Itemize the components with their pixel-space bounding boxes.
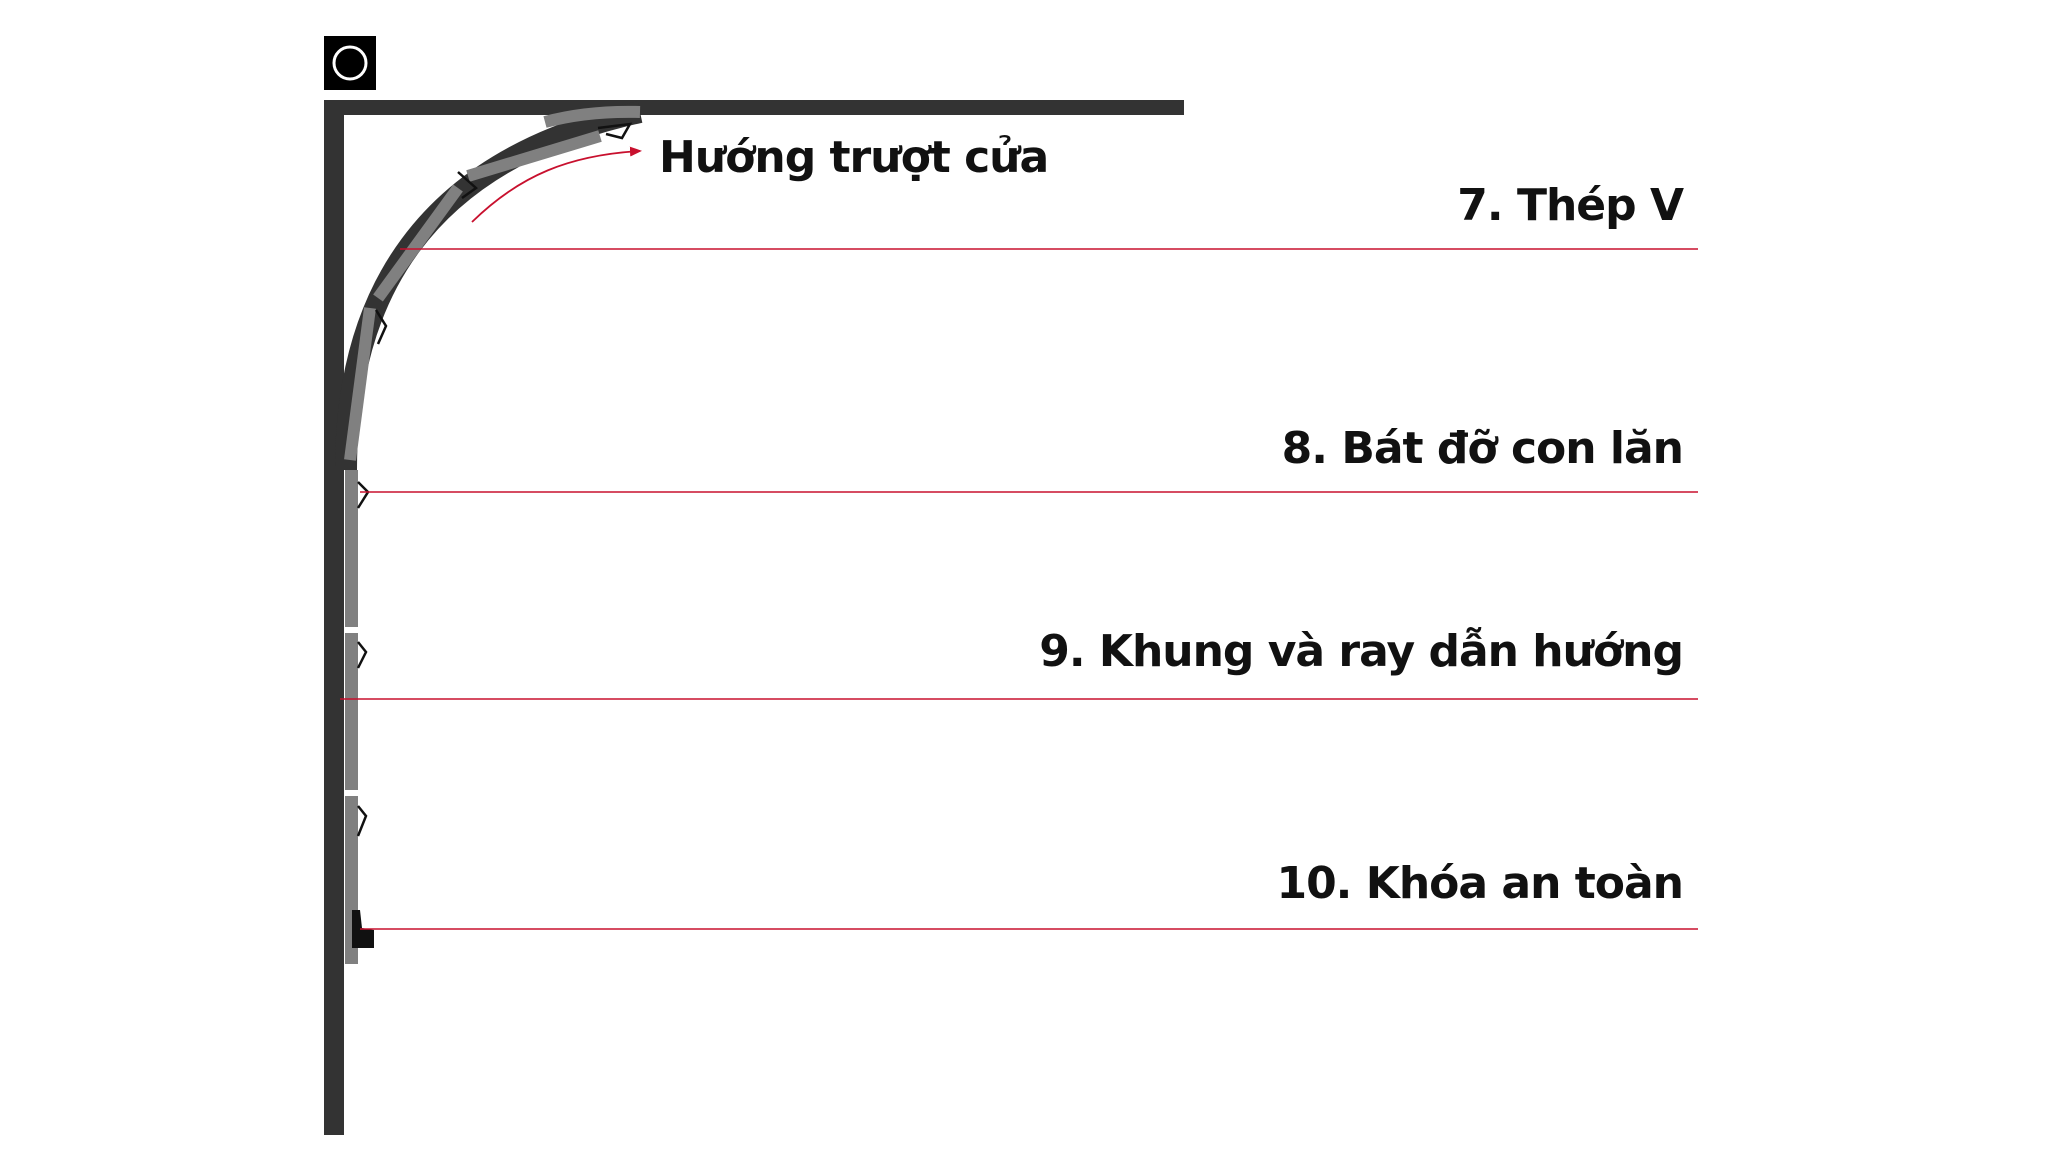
roller-bracket — [356, 641, 368, 669]
guide-frame — [324, 100, 1184, 1135]
door-panel — [466, 130, 602, 182]
door-panels — [345, 470, 358, 964]
door-panels-curved — [344, 105, 641, 461]
label-frame-and-guide-rail: 9. Khung và ray dẫn hướng — [1039, 626, 1684, 677]
door-panel — [345, 470, 358, 627]
door-panel — [344, 307, 376, 461]
roller-bracket — [374, 309, 388, 345]
sliding-direction-arrow — [471, 146, 642, 223]
door-panel — [345, 633, 358, 790]
roller-bracket — [597, 122, 633, 140]
roller-bracket — [356, 805, 368, 837]
roller-brackets — [356, 122, 633, 837]
label-angle-steel: 7. Thép V — [1457, 180, 1684, 231]
roller-bracket — [457, 171, 479, 200]
sliding-direction-label: Hướng trượt cửa — [659, 132, 1049, 183]
door-panel — [373, 184, 463, 302]
label-roller-bracket: 8. Bát đỡ con lăn — [1281, 423, 1684, 474]
circle-icon — [324, 36, 376, 90]
roller-bracket — [356, 481, 370, 509]
door-panel — [543, 105, 641, 128]
label-safety-lock: 10. Khóa an toàn — [1276, 858, 1684, 909]
leader-lines — [340, 248, 1698, 930]
